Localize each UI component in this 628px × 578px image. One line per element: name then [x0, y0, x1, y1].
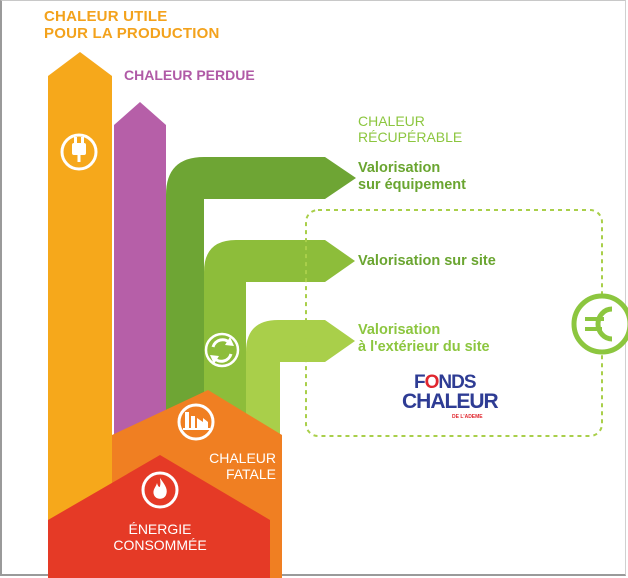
chaleur-utile-line2: POUR LA PRODUCTION — [44, 25, 220, 43]
euro-icon — [571, 293, 628, 355]
valorisation-equipement-label: Valorisation sur équipement — [358, 160, 466, 193]
chaleur-fatale-line1: CHALEUR — [209, 450, 276, 466]
fonds-letter-f: F — [414, 372, 426, 393]
chaleur-utile-line1: CHALEUR UTILE — [44, 8, 168, 25]
fonds-chaleur-logo-line1: FONDS — [414, 372, 477, 394]
valorisation-exterieur-line2: à l'extérieur du site — [358, 338, 490, 355]
plug-icon — [60, 133, 98, 171]
valorisation-exterieur-line1: Valorisation — [358, 322, 441, 338]
valorisation-site-label: Valorisation sur site — [358, 253, 496, 269]
factory-icon — [177, 403, 215, 441]
chaleur-fatale-label: CHALEUR FATALE — [186, 450, 276, 482]
fonds-chaleur-logo-line2: CHALEUR — [402, 390, 499, 413]
chaleur-perdue-label: CHALEUR PERDUE — [124, 67, 255, 83]
valorisation-equipement-line1: Valorisation — [358, 160, 441, 176]
chaleur-recuperable-label: CHALEUR RÉCUPÉRABLE — [358, 113, 462, 145]
fonds-letters-nds: NDS — [438, 372, 476, 393]
energie-consommee-label: ÉNERGIE CONSOMMÉE — [110, 521, 210, 553]
fonds-letter-o: O — [424, 372, 440, 393]
valorisation-equipement-line2: sur équipement — [358, 176, 466, 193]
recycle-icon — [204, 332, 240, 368]
chaleur-utile-label: CHALEUR UTILE POUR LA PRODUCTION — [44, 8, 220, 43]
chaleur-fatale-line2: FATALE — [225, 466, 276, 483]
chaleur-utile-arrow — [48, 52, 112, 578]
valorisation-dashed-box — [305, 209, 603, 437]
energie-consommee-line2: CONSOMMÉE — [113, 537, 207, 554]
flame-icon — [141, 471, 179, 509]
chaleur-recuperable-line1: CHALEUR — [358, 113, 425, 129]
fonds-chaleur-logo-sub: DE L'ADEME — [452, 414, 483, 420]
energie-consommee-line1: ÉNERGIE — [128, 521, 192, 537]
chaleur-recuperable-line2: RÉCUPÉRABLE — [358, 129, 463, 146]
valorisation-exterieur-label: Valorisation à l'extérieur du site — [358, 322, 490, 355]
energie-consommee-shape — [48, 455, 270, 578]
